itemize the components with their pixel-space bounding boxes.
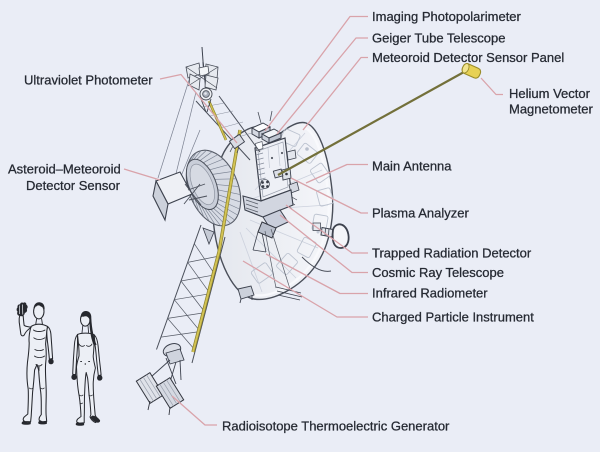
svg-text:Meteoroid Detector Sensor Pane: Meteoroid Detector Sensor Panel <box>372 50 564 65</box>
svg-text:Cosmic Ray Telescope: Cosmic Ray Telescope <box>372 265 504 280</box>
svg-text:Helium Vector: Helium Vector <box>509 86 591 101</box>
svg-text:Radioisotope Thermoelectric Ge: Radioisotope Thermoelectric Generator <box>222 419 450 434</box>
svg-text:Magnetometer: Magnetometer <box>509 102 593 117</box>
svg-text:Imaging Photopolarimeter: Imaging Photopolarimeter <box>372 9 522 24</box>
svg-text:Main Antenna: Main Antenna <box>372 158 452 173</box>
svg-text:Trapped Radiation Detector: Trapped Radiation Detector <box>372 246 532 261</box>
svg-text:Asteroid–Meteoroid: Asteroid–Meteoroid <box>8 162 121 177</box>
svg-text:Ultraviolet Photometer: Ultraviolet Photometer <box>24 73 153 88</box>
svg-text:Geiger Tube Telescope: Geiger Tube Telescope <box>372 31 505 46</box>
svg-text:Infrared Radiometer: Infrared Radiometer <box>372 286 488 301</box>
svg-text:Plasma Analyzer: Plasma Analyzer <box>372 206 469 221</box>
svg-text:Detector Sensor: Detector Sensor <box>26 178 121 193</box>
svg-text:Charged Particle Instrument: Charged Particle Instrument <box>372 310 534 325</box>
